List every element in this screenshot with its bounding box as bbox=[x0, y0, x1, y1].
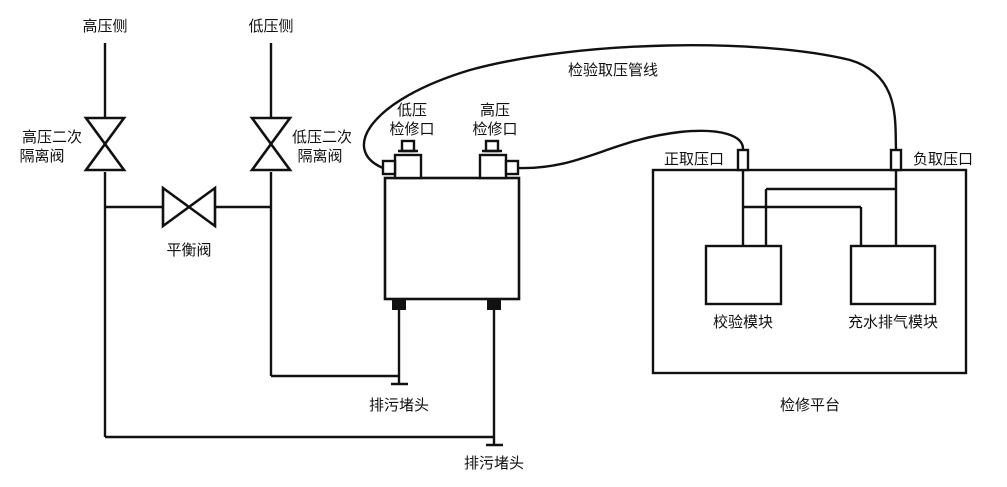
high-isolation-valve-icon bbox=[83, 116, 127, 172]
positive-port-icon bbox=[736, 148, 750, 172]
verify-module-label: 校验模块 bbox=[713, 313, 773, 331]
service-platform bbox=[651, 168, 968, 375]
test-tube-label: 检验取压管线 bbox=[568, 61, 658, 79]
test-tube-long bbox=[362, 44, 898, 170]
positive-port-label: 正取压口 bbox=[664, 150, 724, 168]
fill-module-label: 充水排气模块 bbox=[848, 313, 938, 331]
drain-plug-label-1: 排污堵头 bbox=[369, 396, 429, 414]
transmitter-body bbox=[383, 176, 521, 301]
low-port-label-line1: 低压 bbox=[397, 101, 427, 119]
high-side-label: 高压侧 bbox=[82, 17, 127, 35]
high-valve-label-line1: 高压二次 bbox=[22, 128, 82, 146]
low-isolation-valve-icon bbox=[249, 116, 293, 172]
low-port-label-line2: 检修口 bbox=[389, 120, 434, 138]
balance-valve-icon bbox=[161, 185, 217, 229]
negative-port-label: 负取压口 bbox=[913, 150, 973, 168]
platform-label: 检修平台 bbox=[780, 396, 840, 414]
low-valve-label-line1: 低压二次 bbox=[292, 128, 352, 146]
drain-plug-label-2: 排污堵头 bbox=[464, 454, 524, 472]
low-side-label: 低压侧 bbox=[248, 17, 293, 35]
high-service-port-icon bbox=[478, 139, 520, 180]
low-valve-label-line2: 隔离阀 bbox=[297, 147, 342, 165]
transmitter-foot-right bbox=[487, 299, 501, 310]
verify-module bbox=[704, 244, 783, 306]
negative-port-icon bbox=[889, 148, 903, 172]
fill-vent-module bbox=[849, 244, 937, 306]
low-service-port-icon bbox=[381, 139, 423, 180]
test-tube-short bbox=[517, 129, 745, 170]
high-port-label-line2: 检修口 bbox=[472, 120, 517, 138]
high-valve-label-line2: 隔离阀 bbox=[19, 147, 64, 165]
high-port-label-line1: 高压 bbox=[480, 101, 510, 119]
transmitter-foot-left bbox=[392, 299, 406, 310]
balance-valve-label: 平衡阀 bbox=[166, 241, 211, 259]
